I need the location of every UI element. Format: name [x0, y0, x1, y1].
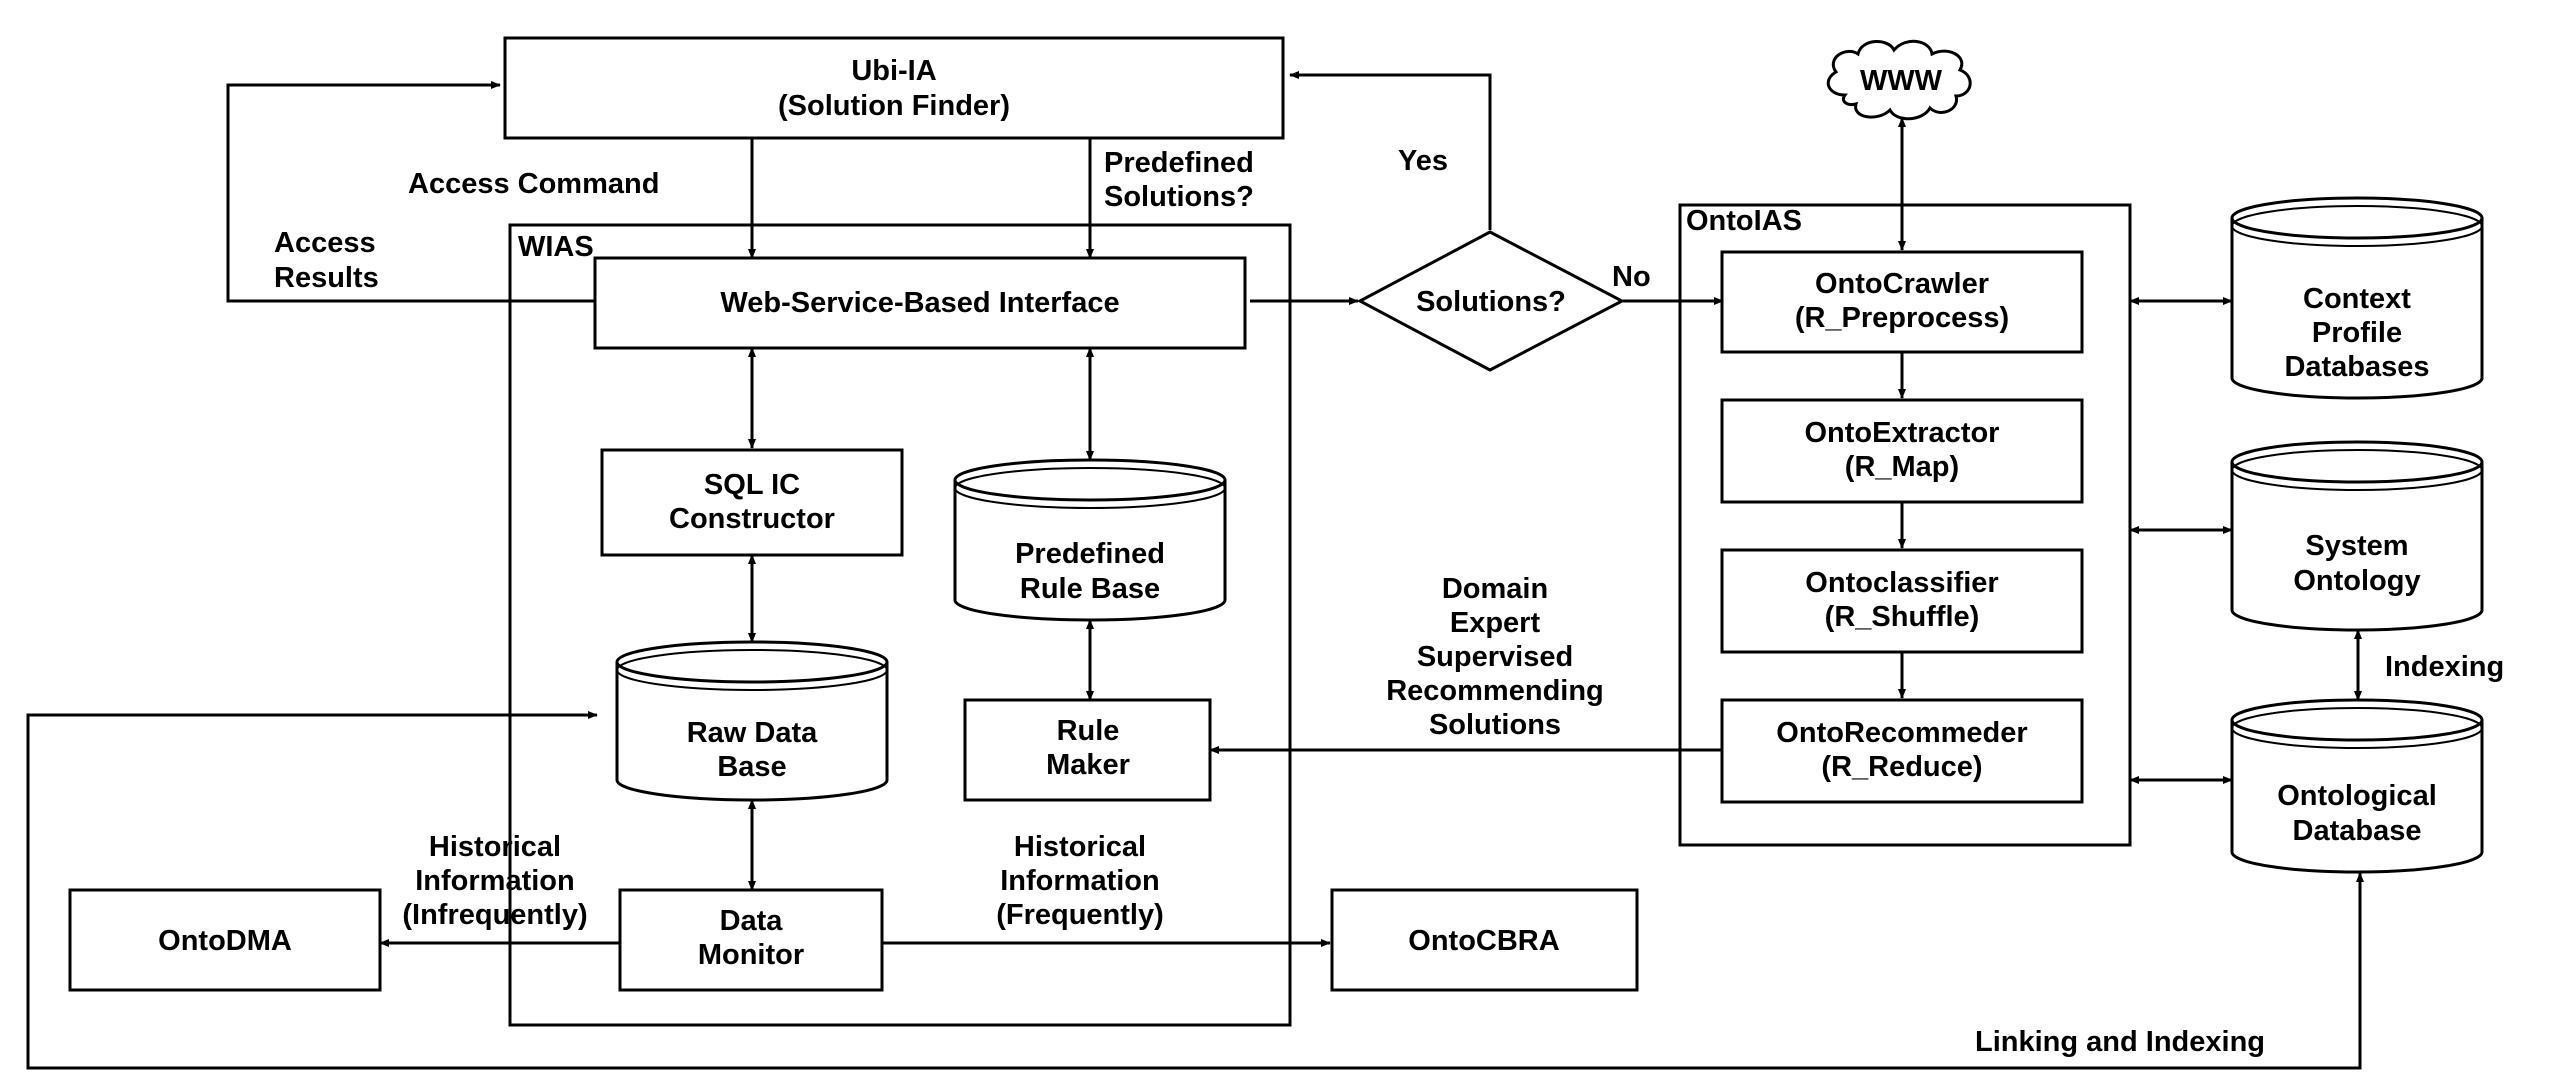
access-results-label-1: Access	[274, 227, 376, 259]
wias-title: WIAS	[518, 231, 594, 263]
historical-frequent-label: Historical Information (Frequently)	[996, 831, 1164, 931]
hist-freq-line2: Information	[1000, 865, 1160, 897]
web-interface-label: Web-Service-Based Interface	[720, 287, 1119, 319]
no-label: No	[1612, 261, 1651, 293]
web-interface-node: Web-Service-Based Interface	[593, 256, 1247, 350]
ontoclassifier-node: Ontoclassifier (R_Shuffle)	[1720, 548, 2084, 654]
yes-arrow	[1289, 71, 1492, 230]
ontoias-title: OntoIAS	[1686, 205, 1802, 237]
www-label: WWW	[1860, 65, 1943, 97]
domain-expert-line4: Recommending	[1386, 675, 1604, 707]
ontorecommeder-line2: (R_Reduce)	[1821, 751, 1982, 783]
wias-container	[508, 223, 1292, 1027]
context-line2: Profile	[2312, 317, 2402, 349]
rule-maker-line1: Rule	[1057, 715, 1120, 747]
ontoextractor-line2: (R_Map)	[1845, 451, 1959, 483]
ontology-line2: Ontology	[2293, 565, 2420, 597]
access-results-arrow	[226, 81, 595, 303]
ubi-ia-title: Ubi-IA	[851, 55, 936, 87]
context-line3: Databases	[2284, 351, 2429, 383]
ontoextractor-line1: OntoExtractor	[1805, 417, 2000, 449]
predefined-solutions-label-1: Predefined	[1104, 147, 1254, 179]
domain-expert-line3: Supervised	[1417, 641, 1573, 673]
yes-label: Yes	[1398, 145, 1448, 177]
hist-freq-line1: Historical	[1014, 831, 1146, 863]
www-cloud: WWW	[1826, 39, 1972, 121]
ontodma-label: OntoDMA	[158, 925, 292, 957]
ontoextractor-node: OntoExtractor (R_Map)	[1720, 398, 2084, 504]
solutions-decision: Solutions?	[1356, 230, 1626, 372]
hist-infreq-line3: (Infrequently)	[402, 899, 587, 931]
connectors	[26, 71, 2364, 1070]
domain-expert-label: Domain Expert Supervised Recommending So…	[1386, 573, 1604, 741]
hist-infreq-line1: Historical	[429, 831, 561, 863]
sql-ic-line2: Constructor	[669, 503, 835, 535]
ubi-ia-node: Ubi-IA (Solution Finder)	[503, 36, 1285, 140]
raw-data-line2: Base	[717, 751, 786, 783]
sql-ic-line1: SQL IC	[704, 469, 800, 501]
ontocrawler-line2: (R_Preprocess)	[1795, 302, 2009, 334]
ontorecommeder-node: OntoRecommeder (R_Reduce)	[1720, 698, 2084, 804]
rule-base-line2: Rule Base	[1020, 573, 1160, 605]
data-monitor-line2: Monitor	[698, 939, 804, 971]
domain-expert-line5: Solutions	[1429, 709, 1561, 741]
solutions-label: Solutions?	[1416, 286, 1566, 318]
raw-data-base-db: Raw Data Base	[615, 640, 889, 802]
predefined-solutions-label-2: Solutions?	[1104, 181, 1254, 213]
rule-maker-line2: Maker	[1046, 749, 1130, 781]
ontocrawler-node: OntoCrawler (R_Preprocess)	[1720, 250, 2084, 354]
ontorecommeder-line1: OntoRecommeder	[1776, 717, 2027, 749]
domain-expert-line1: Domain	[1442, 573, 1548, 605]
system-ontology-db: System Ontology	[2230, 440, 2484, 632]
ontological-database-db: Ontological Database	[2230, 698, 2484, 874]
ontoclassifier-line2: (R_Shuffle)	[1825, 601, 1980, 633]
sql-ic-node: SQL IC Constructor	[600, 448, 904, 557]
data-monitor-line1: Data	[720, 905, 784, 937]
context-line1: Context	[2303, 283, 2411, 315]
ubi-ia-subtitle: (Solution Finder)	[778, 90, 1010, 122]
rule-base-line1: Predefined	[1015, 538, 1165, 570]
ontocrawler-line1: OntoCrawler	[1815, 268, 1989, 300]
ontodb-line2: Database	[2293, 815, 2422, 847]
linking-indexing-label: Linking and Indexing	[1975, 1026, 2265, 1058]
access-command-label: Access Command	[408, 168, 659, 200]
ontocbra-label: OntoCBRA	[1408, 925, 1559, 957]
ontodma-node: OntoDMA	[68, 888, 382, 992]
linking-indexing-arrow	[26, 711, 2364, 1070]
hist-infreq-line2: Information	[415, 865, 575, 897]
ontology-line1: System	[2305, 530, 2408, 562]
raw-data-line1: Raw Data	[687, 717, 818, 749]
hist-freq-line3: (Frequently)	[996, 899, 1164, 931]
indexing-label: Indexing	[2385, 651, 2504, 683]
predefined-rule-base-db: Predefined Rule Base	[953, 458, 1227, 622]
domain-expert-line2: Expert	[1450, 607, 1541, 639]
ontocbra-node: OntoCBRA	[1330, 888, 1639, 992]
ontodb-line1: Ontological	[2277, 780, 2437, 812]
context-profile-db: Context Profile Databases	[2230, 196, 2484, 400]
historical-infrequent-label: Historical Information (Infrequently)	[402, 831, 587, 931]
ontoclassifier-line1: Ontoclassifier	[1805, 567, 1998, 599]
access-results-label-2: Results	[274, 262, 379, 294]
data-monitor-node: Data Monitor	[618, 888, 884, 992]
rule-maker-node: Rule Maker	[963, 698, 1212, 802]
